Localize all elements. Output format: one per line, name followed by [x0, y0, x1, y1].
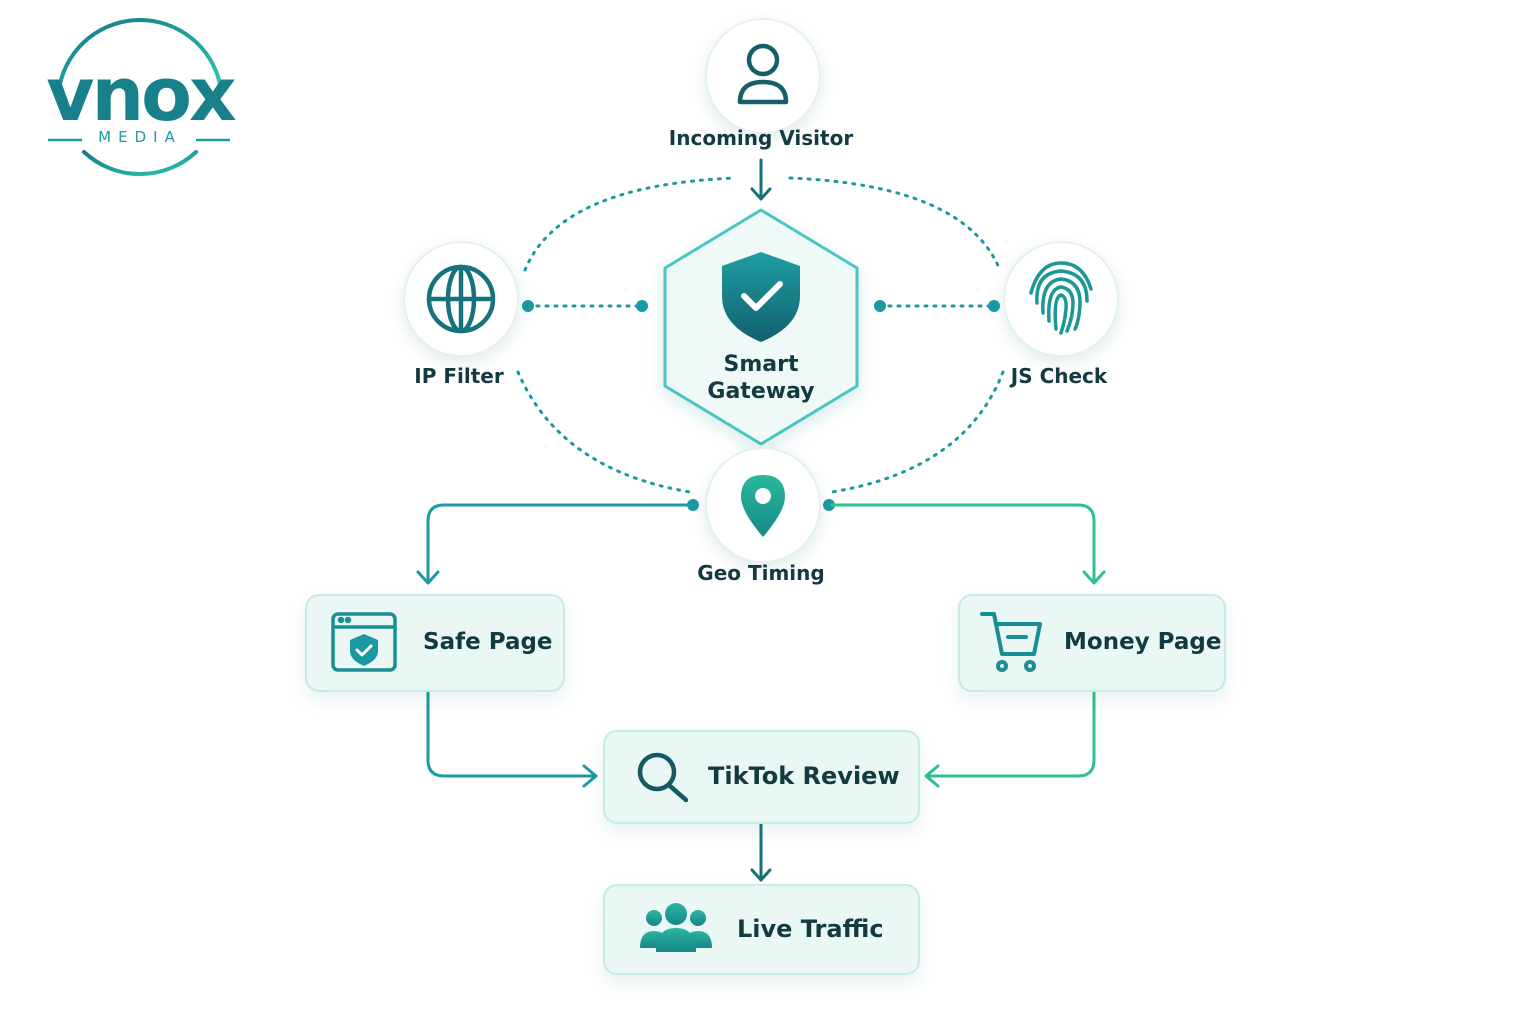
ip-filter-node: [403, 241, 519, 357]
brand-tagline: MEDIA: [98, 128, 182, 146]
ip-filter-label: IP Filter: [414, 364, 504, 388]
geo-timing-node: [705, 447, 821, 563]
fingerprint-icon: [1029, 261, 1093, 335]
js-check-label: JS Check: [1010, 364, 1108, 388]
live-traffic-label: Live Traffic: [737, 915, 884, 943]
arrow-safe-to-review: [426, 688, 597, 778]
globe-icon: [426, 264, 496, 334]
money-page-label: Money Page: [1064, 629, 1222, 655]
arrow-geo-to-safe: [426, 503, 692, 584]
location-pin-icon: [741, 475, 785, 537]
gateway-label-line1: Smart: [723, 352, 799, 377]
brand-name: vnox: [46, 52, 237, 138]
geo-timing-label: Geo Timing: [697, 561, 825, 585]
arrow-geo-to-money: [830, 503, 1096, 584]
tiktok-review-label: TikTok Review: [708, 762, 900, 790]
dotted-connectors: [516, 176, 1005, 494]
visitor-label: Incoming Visitor: [668, 126, 854, 150]
live-traffic-box: [603, 884, 920, 975]
logo: [48, 18, 230, 177]
flow-arrows: [416, 158, 1106, 882]
js-check-node: [1003, 241, 1119, 357]
visitor-node: [705, 18, 821, 134]
smart-gateway-node: [663, 208, 859, 446]
shield-check-icon: [722, 252, 800, 342]
safe-page-label: Safe Page: [423, 629, 553, 655]
connector-dots: [522, 300, 1000, 511]
arrow-money-to-review: [925, 688, 1096, 778]
gateway-label-line2: Gateway: [707, 379, 815, 404]
user-icon: [737, 43, 789, 105]
